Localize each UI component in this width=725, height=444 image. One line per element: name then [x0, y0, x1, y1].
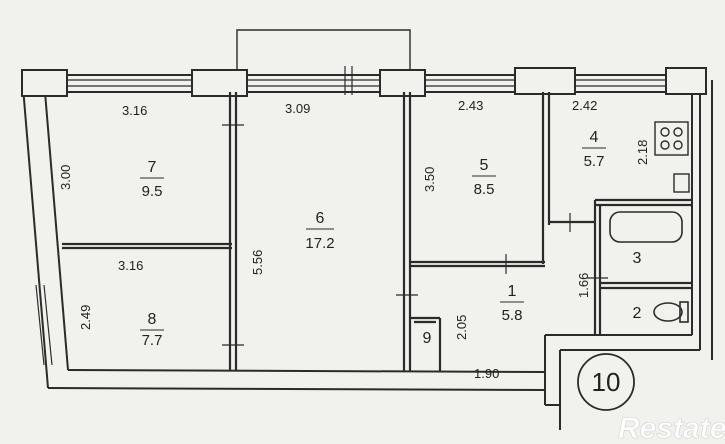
dim-room5-depth: 3.50 [422, 167, 437, 192]
room-3-number: 3 [633, 250, 642, 267]
sink [673, 173, 690, 193]
dim-room5-width: 2.43 [458, 98, 483, 113]
room-1-number: 1 [508, 283, 517, 300]
toilet [653, 301, 689, 323]
room-1-area: 5.8 [502, 307, 523, 324]
dim-room7-depth: 3.00 [58, 165, 73, 190]
room-6-area: 17.2 [305, 235, 334, 252]
room-5-area: 8.5 [474, 181, 495, 198]
room-labels: 7 9.5 6 17.2 5 8.5 4 5.7 3 2 8 7.7 1 5.8… [140, 129, 642, 349]
outer-walls [21, 74, 713, 430]
room-2-number: 2 [633, 305, 642, 322]
door-marks [222, 124, 608, 346]
room-9-number: 9 [423, 330, 432, 347]
room-5-number: 5 [480, 157, 489, 174]
dim-room8-width: 3.16 [118, 258, 143, 273]
bathtub [609, 211, 683, 243]
room-7-area: 9.5 [142, 183, 163, 200]
dim-room6-depth: 5.56 [250, 250, 265, 275]
room-6-number: 6 [316, 210, 325, 227]
room-7-number: 7 [148, 159, 157, 176]
balcony [236, 29, 411, 70]
dim-corridor-width: 1.90 [474, 366, 499, 381]
dim-room4-depth: 2.18 [635, 140, 650, 165]
room-8-number: 8 [148, 311, 157, 328]
apartment-number: 10 [592, 367, 621, 397]
windows [35, 66, 666, 366]
dim-room8-depth: 2.49 [78, 305, 93, 330]
room-4-number: 4 [590, 129, 599, 146]
dim-room7-width: 3.16 [122, 103, 147, 118]
dim-room3-depth: 1.66 [576, 273, 591, 298]
watermark-logo: Restate [618, 412, 725, 444]
interior-walls [62, 92, 692, 372]
dim-room6-width: 3.09 [285, 101, 310, 116]
room-8-area: 7.7 [142, 332, 163, 349]
apartment-number-circle [577, 353, 635, 411]
wall-piers [21, 67, 707, 97]
room-4-area: 5.7 [584, 153, 605, 170]
dimension-labels: 3.16 3.09 2.43 2.42 3.00 3.16 5.56 3.50 … [58, 98, 650, 381]
dim-corridor-depth: 2.05 [454, 315, 469, 340]
dim-room4-width: 2.42 [572, 98, 597, 113]
stove [654, 121, 689, 156]
